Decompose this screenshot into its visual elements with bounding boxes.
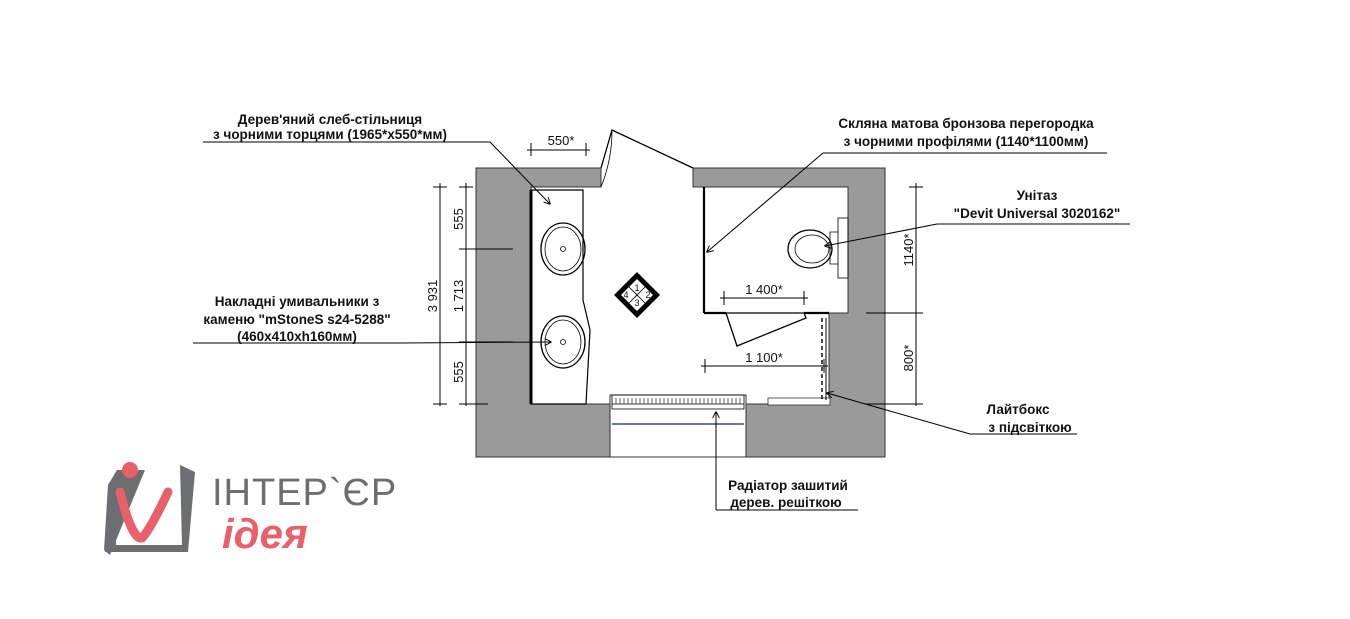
tile-marker-2: 2 — [645, 290, 650, 300]
leader-lines — [193, 141, 1130, 511]
glass-label-line2: з чорними профілями (1140*1100мм) — [844, 134, 1089, 149]
dim-top-555: 555 — [451, 208, 466, 230]
slab-label-line1: Дерев'яний слеб-стільниця — [238, 112, 422, 127]
company-logo: ІНТЕР`ЄР ідея — [104, 462, 397, 557]
glass-partition — [702, 187, 829, 400]
sinks-label-line1: Накладні умивальники з — [215, 294, 380, 309]
glass-label-line1: Скляна матова бронзова перегородка — [838, 116, 1094, 131]
dim-1100: 1 100* — [745, 350, 783, 365]
sinks-label-line2: каменю "mStoneS s24-5288" — [203, 312, 390, 327]
lightbox-label-line2: з підсвіткою — [988, 420, 1071, 435]
sinks-label-line3: (460х410хh160мм) — [237, 329, 357, 344]
dim-total-3931: 3 931 — [425, 280, 440, 313]
wooden-slab — [529, 189, 591, 405]
dim-550: 550* — [548, 133, 575, 148]
tile-marker-4: 4 — [623, 290, 628, 300]
logo-text-bottom: ідея — [222, 510, 308, 557]
walls — [475, 167, 886, 458]
dim-middle-1713: 1 713 — [451, 280, 466, 313]
toilet — [787, 217, 849, 279]
toilet-label-line2: "Devit Universal 3020162" — [954, 206, 1121, 221]
entrance-door — [600, 129, 694, 188]
dim-bottom-555: 555 — [451, 361, 466, 383]
slab-label-line2: з чорними торцями (1965*х550*мм) — [213, 127, 447, 142]
radiator-label-line2: дерев. решіткою — [730, 495, 841, 510]
radiator — [611, 394, 745, 425]
radiator-label-line1: Радіатор зашитий — [728, 478, 848, 493]
tile-marker: 1 2 3 4 — [614, 272, 660, 318]
sink-top — [540, 222, 586, 276]
dim-800: 800* — [901, 345, 916, 372]
tile-marker-3: 3 — [634, 298, 639, 308]
logo-text-top: ІНТЕР`ЄР — [212, 472, 397, 514]
toilet-label-line1: Унітаз — [1017, 188, 1058, 203]
tile-marker-1: 1 — [634, 283, 639, 293]
dim-1400: 1 400* — [745, 282, 783, 297]
dim-1140: 1140* — [901, 233, 916, 266]
lightbox-label-line1: Лайтбокс — [987, 402, 1050, 417]
